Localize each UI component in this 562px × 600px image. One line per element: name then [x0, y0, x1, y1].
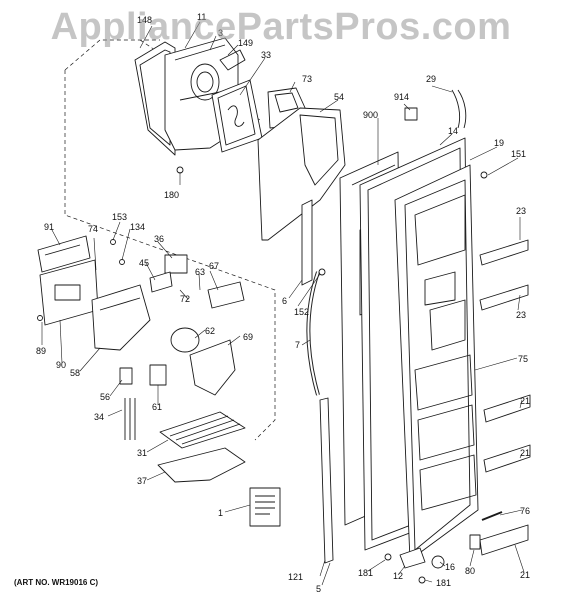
- callout-900: 900: [363, 110, 378, 120]
- callout-134: 134: [130, 222, 145, 232]
- callout-7: 7: [295, 340, 300, 350]
- callout-62: 62: [205, 326, 215, 336]
- callout-11: 11: [197, 12, 206, 22]
- callout-14: 14: [448, 126, 458, 136]
- callout-148: 148: [137, 15, 152, 25]
- callout-72: 72: [180, 294, 190, 304]
- callout-6: 6: [282, 296, 287, 306]
- callout-181-right: 181: [436, 578, 451, 588]
- wire-part-34: [124, 398, 136, 440]
- door-liner-part-75: [394, 164, 479, 561]
- hinge-part-12: [399, 547, 426, 569]
- drip-tray-part-37: [157, 447, 246, 483]
- callout-56: 56: [100, 392, 110, 402]
- part-16: [431, 555, 445, 569]
- callout-45: 45: [139, 258, 149, 268]
- callout-61: 61: [152, 402, 162, 412]
- screw-89: [37, 315, 43, 321]
- callout-73: 73: [302, 74, 312, 84]
- part-61: [149, 364, 167, 386]
- callout-21-upper: 21: [520, 396, 530, 406]
- screw-181b: [418, 576, 426, 584]
- dispenser-case-part-58: [91, 284, 151, 351]
- callout-21-middle: 21: [520, 448, 530, 458]
- dispenser-housing-assembly: [134, 37, 246, 156]
- part-76: [481, 511, 503, 521]
- callout-23-lower: 23: [516, 310, 526, 320]
- callout-75: 75: [518, 354, 528, 364]
- part-29: [451, 89, 467, 129]
- screw-152: [318, 268, 326, 276]
- callout-31: 31: [137, 448, 147, 458]
- callout-914: 914: [394, 92, 409, 102]
- art-number: (ART NO. WR19016 C): [14, 578, 99, 587]
- callout-149: 149: [238, 38, 253, 48]
- callout-1: 1: [218, 508, 223, 518]
- callout-19: 19: [494, 138, 504, 148]
- leader-lines: [41, 21, 525, 586]
- callout-16: 16: [445, 562, 455, 572]
- part-80: [469, 534, 481, 550]
- callout-91: 91: [44, 222, 54, 232]
- manual-part-1: [249, 487, 281, 527]
- screw-134: [119, 259, 125, 265]
- callout-80: 80: [465, 566, 475, 576]
- callout-23-upper: 23: [516, 206, 526, 216]
- callout-74: 74: [88, 224, 98, 234]
- callout-21-bottom: 21: [520, 570, 530, 580]
- callout-181-left: 181: [358, 568, 373, 578]
- callout-33: 33: [261, 50, 271, 60]
- callout-89: 89: [36, 346, 46, 356]
- door-bins: [479, 239, 531, 556]
- callout-76: 76: [520, 506, 530, 516]
- bracket-parts: [149, 254, 245, 309]
- callout-152: 152: [294, 307, 309, 317]
- callout-29: 29: [426, 74, 436, 84]
- callout-69: 69: [243, 332, 253, 342]
- ring-part-62: [170, 327, 200, 353]
- callout-67: 67: [209, 261, 219, 271]
- control-panel-part-91: [37, 235, 91, 273]
- callout-63: 63: [195, 267, 205, 277]
- callout-37: 37: [137, 476, 147, 486]
- callout-121: 121: [288, 572, 303, 582]
- callout-54: 54: [334, 92, 344, 102]
- callout-36: 36: [154, 234, 164, 244]
- screw-181a: [384, 553, 392, 561]
- callout-153: 153: [112, 212, 127, 222]
- callout-3: 3: [218, 28, 223, 38]
- funnel-part-69: [189, 339, 236, 396]
- callout-34: 34: [94, 412, 104, 422]
- callout-5: 5: [316, 584, 321, 594]
- dispenser-cover-part-54: [257, 107, 346, 286]
- screw-153: [110, 239, 116, 245]
- callout-151: 151: [511, 149, 526, 159]
- screw-151: [480, 171, 488, 179]
- callout-90: 90: [56, 360, 66, 370]
- part-914: [404, 107, 418, 121]
- callout-12: 12: [393, 571, 403, 581]
- part-56: [119, 367, 133, 385]
- hinge-strip-part-121: [319, 397, 334, 564]
- callout-180: 180: [164, 190, 179, 200]
- callout-58: 58: [70, 368, 80, 378]
- drip-grille-part-31: [159, 411, 246, 449]
